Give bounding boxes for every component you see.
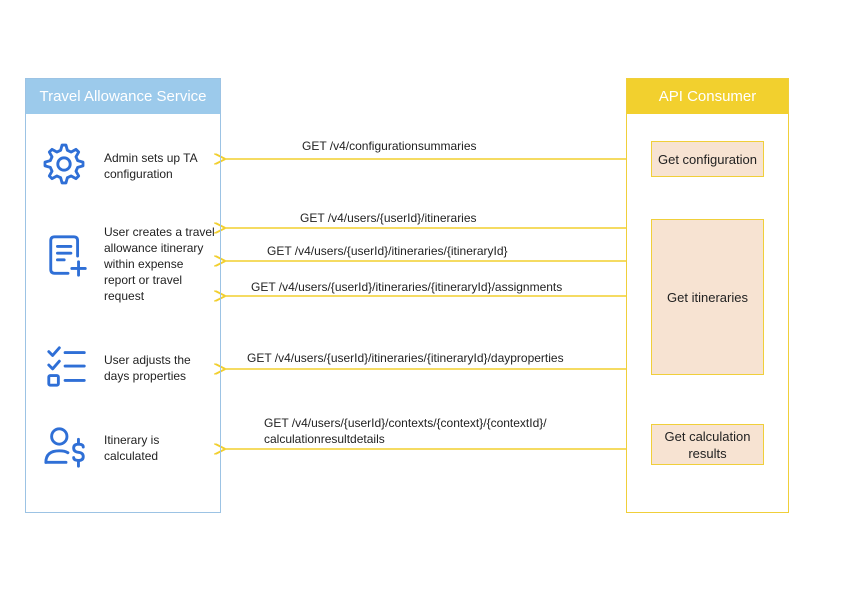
endpoint-itineraries: GET /v4/users/{userId}/itineraries [300, 211, 477, 225]
step-create-itinerary: User creates a travel allowance itinerar… [104, 225, 215, 303]
endpoint-configurationsummaries: GET /v4/configurationsummaries [302, 139, 477, 153]
endpoint-assignments: GET /v4/users/{userId}/itineraries/{itin… [251, 280, 563, 294]
get-itineraries-box: Get itineraries [651, 219, 764, 375]
api-consumer-lane: API Consumer [626, 78, 789, 513]
document-add-icon [45, 233, 91, 279]
get-configuration-box: Get configuration [651, 141, 764, 177]
gear-icon [41, 141, 87, 187]
get-calculation-results-box: Get calculation results [651, 424, 764, 465]
user-dollar-icon [43, 424, 89, 470]
step-itinerary-calculated: Itinerary is calculated [104, 433, 160, 463]
endpoint-calculationresultdetails: GET /v4/users/{userId}/contexts/{context… [264, 416, 547, 446]
checklist-icon [44, 343, 90, 389]
step-admin-setup: Admin sets up TA configuration [104, 151, 197, 181]
api-consumer-title: API Consumer [627, 79, 788, 114]
endpoint-itinerary-id: GET /v4/users/{userId}/itineraries/{itin… [267, 244, 508, 258]
travel-allowance-service-lane: Travel Allowance Service [25, 78, 221, 513]
step-adjust-days: User adjusts the days properties [104, 353, 191, 383]
travel-allowance-service-title: Travel Allowance Service [26, 79, 220, 114]
endpoint-dayproperties: GET /v4/users/{userId}/itineraries/{itin… [247, 351, 564, 365]
